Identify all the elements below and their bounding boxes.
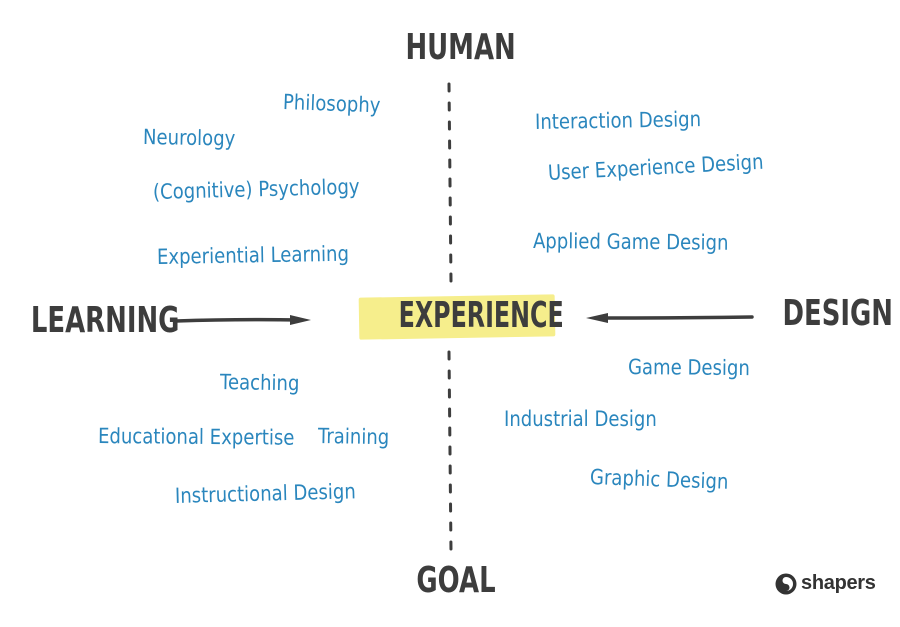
learning-arrow-head (290, 315, 311, 325)
topic-applied-game-design: Applied Game Design (532, 229, 729, 255)
learning-arrow (174, 317, 302, 323)
topic-interaction-design: Interaction Design (534, 107, 702, 134)
topic-experiential-learning: Experiential Learning (156, 241, 350, 269)
topic-instructional-design: Instructional Design (174, 479, 357, 508)
topic-graphic-design: Graphic Design (589, 465, 729, 494)
vertical-axis-lower (447, 350, 453, 554)
topic-cognitive-psychology: (Cognitive) Psychology (152, 174, 360, 204)
topic-educational-expertise: Educational Expertise (97, 424, 295, 450)
vertical-axis-upper (447, 82, 453, 284)
topic-training: Training (317, 424, 390, 450)
axis-label-human: HUMAN (405, 27, 516, 68)
axis-label-goal: GOAL (416, 560, 496, 601)
topic-teaching: Teaching (219, 370, 300, 396)
axis-label-design: DESIGN (782, 293, 893, 334)
axis-label-learning: LEARNING (30, 300, 180, 341)
design-arrow (596, 315, 754, 320)
topic-philosophy: Philosophy (282, 90, 381, 118)
shapers-logo-icon (775, 573, 797, 594)
shapers-logo-text: shapers (801, 572, 876, 594)
topic-neurology: Neurology (142, 125, 236, 151)
design-arrow-head (586, 313, 608, 323)
topic-industrial-design: Industrial Design (504, 407, 657, 431)
center-label-experience: EXPERIENCE (398, 295, 564, 336)
shapers-logo: shapers (775, 572, 876, 595)
topic-game-design: Game Design (627, 355, 750, 381)
